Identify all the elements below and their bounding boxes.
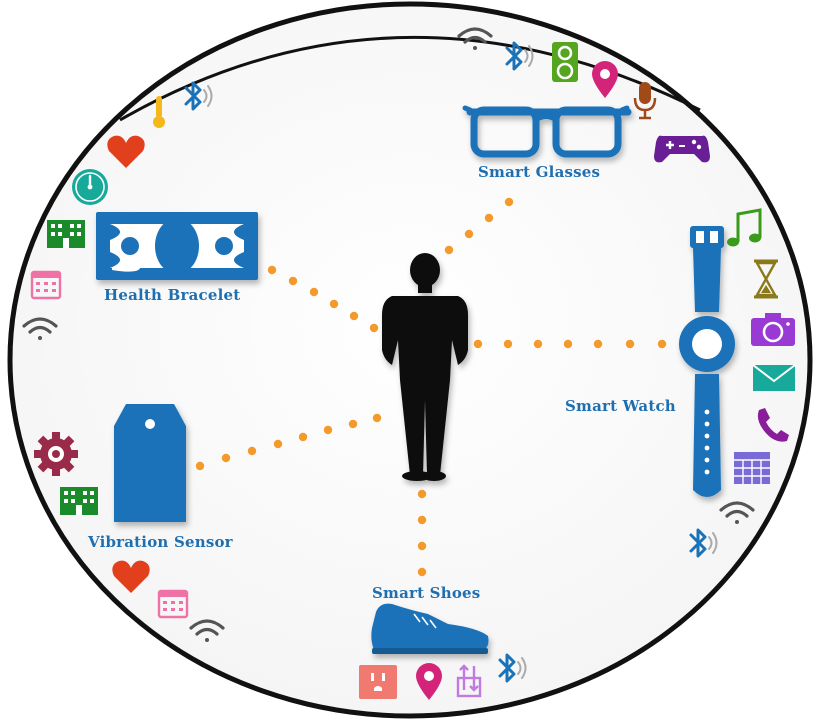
connector-shoes [417, 489, 427, 577]
gamepad-icon [654, 135, 710, 163]
location-pin-icon [416, 663, 442, 700]
hourglass-icon [754, 259, 778, 299]
transfer-arrows-icon [456, 664, 482, 698]
gauge-icon [72, 169, 108, 205]
vibration-sensor-device [114, 404, 186, 522]
thermometer-icon [153, 96, 165, 128]
music-note-icon [727, 208, 762, 247]
smart-shoes-device [371, 603, 489, 654]
bluetooth-icon [184, 81, 213, 111]
grid-calendar-icon [734, 452, 770, 484]
power-outlet-icon [359, 665, 397, 699]
smart-glasses-label: Smart Glasses [478, 163, 601, 181]
smart-shoes-label: Smart Shoes [372, 584, 481, 602]
health-bracelet-device [96, 212, 258, 280]
wifi-icon [22, 317, 58, 340]
camera-icon [751, 313, 795, 346]
building-icon [60, 487, 98, 515]
person-silhouette [382, 253, 468, 481]
connector-bracelet [267, 265, 379, 333]
calendar-icon [157, 589, 189, 619]
building-icon [47, 220, 85, 248]
wifi-icon [189, 619, 225, 642]
wifi-icon [457, 27, 493, 50]
location-pin-icon [592, 61, 618, 98]
vibration-sensor-label: Vibration Sensor [88, 533, 233, 551]
smart-glasses-device [462, 105, 632, 158]
heart-icon [112, 560, 150, 593]
gear-icon [34, 432, 78, 476]
speaker-icon [552, 42, 578, 82]
smart-watch-label: Smart Watch [565, 397, 676, 415]
bluetooth-icon [498, 653, 527, 683]
connector-sensor [195, 413, 382, 471]
bluetooth-icon [689, 528, 718, 558]
mail-icon [752, 364, 796, 391]
bluetooth-icon [505, 41, 534, 71]
connector-watch [473, 339, 667, 349]
calendar-icon [30, 270, 62, 300]
phone-icon [757, 408, 789, 442]
health-bracelet-label: Health Bracelet [104, 286, 241, 304]
smart-watch-device [679, 226, 735, 497]
microphone-icon [633, 82, 657, 120]
heart-icon [107, 135, 145, 168]
wifi-icon [719, 501, 755, 524]
